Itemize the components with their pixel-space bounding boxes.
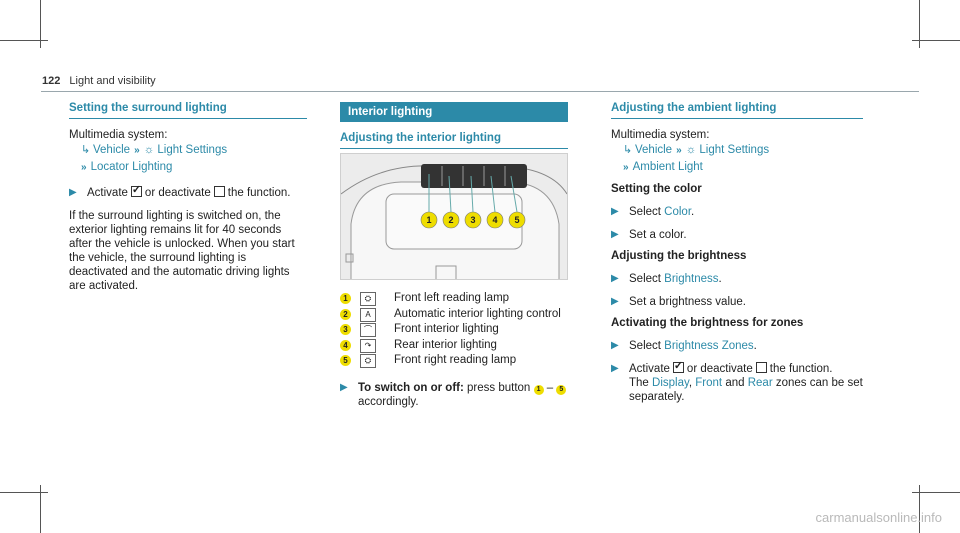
- crop-mark: [912, 40, 960, 41]
- reading-lamp-icon: ⛭: [360, 354, 376, 368]
- interior-lighting-figure: 1 2 3 4 5: [340, 153, 568, 280]
- legend-item-3: 3⌒Front interior lighting: [340, 322, 572, 338]
- menu-link-locator-lighting: Locator Lighting: [90, 161, 173, 173]
- return-arrow-icon: ↳: [623, 144, 633, 156]
- checkbox-checked-icon: [672, 359, 684, 373]
- checkbox-checked-icon: [130, 183, 142, 197]
- instruction-step: ▶ To switch on or off: press button 1 – …: [340, 381, 572, 409]
- menu-link-vehicle: Vehicle: [93, 144, 131, 156]
- svg-text:4: 4: [492, 215, 497, 225]
- chevron-icon: »: [623, 162, 629, 173]
- subheading: Adjusting the brightness: [611, 250, 747, 262]
- legend-item-1: 1⛭Front left reading lamp: [340, 291, 572, 307]
- legend-item-5: 5⛭Front right reading lamp: [340, 353, 572, 369]
- instruction-step: ▶ Select Color.: [611, 206, 695, 218]
- system-label: Multimedia system:: [611, 129, 710, 141]
- crop-mark: [919, 0, 920, 48]
- svg-text:1: 1: [426, 215, 431, 225]
- column-surround-lighting: Setting the surround lighting Multimedia…: [69, 102, 307, 293]
- rear-light-icon: ↷: [360, 338, 376, 353]
- section-title: Adjusting the ambient lighting: [611, 102, 863, 119]
- menu-link-vehicle: Vehicle: [635, 144, 673, 156]
- step-arrow-icon: ▶: [611, 296, 619, 307]
- column-ambient-lighting: Adjusting the ambient lighting Multimedi…: [611, 102, 863, 404]
- menu-link-ambient-light: Ambient Light: [632, 161, 703, 173]
- light-icon: ☼: [143, 144, 158, 156]
- chapter-bar-title: Interior lighting: [340, 102, 568, 122]
- chevron-icon: »: [676, 145, 682, 156]
- instruction-step: ▶ Select Brightness Zones.: [611, 340, 757, 352]
- page-number: 122: [42, 75, 61, 87]
- menu-link-light-settings: Light Settings: [157, 144, 228, 156]
- step-arrow-icon: ▶: [611, 340, 619, 351]
- svg-text:2: 2: [448, 215, 453, 225]
- menu-path: »Locator Lighting: [69, 159, 307, 176]
- subheading: Setting the color: [611, 183, 702, 195]
- button-separators: [441, 166, 506, 186]
- light-icon: ☼: [685, 144, 700, 156]
- callout-leaders: [428, 174, 518, 213]
- section-title: Adjusting the interior lighting: [340, 132, 568, 149]
- menu-path: ↳Vehicle»☼ Light Settings: [69, 142, 307, 159]
- checkbox-empty-icon: [213, 186, 225, 197]
- header-rule: [41, 91, 919, 92]
- overhead-control-illustration: 1 2 3 4 5: [340, 164, 568, 279]
- menu-path: »Ambient Light: [611, 159, 863, 176]
- watermark: carmanualsonline.info: [815, 510, 942, 525]
- system-label: Multimedia system:: [69, 129, 168, 141]
- instruction-step: ▶ Set a brightness value.: [611, 296, 746, 308]
- auto-light-icon: A: [360, 307, 376, 322]
- svg-text:3: 3: [470, 215, 475, 225]
- page-header: 122 Light and visibility: [42, 75, 156, 87]
- front-light-icon: ⌒: [360, 323, 376, 337]
- instruction-step: ▶ Select Brightness.: [611, 273, 722, 285]
- crop-mark: [919, 485, 920, 533]
- legend-item-4: 4↷Rear interior lighting: [340, 338, 572, 354]
- menu-link-light-settings: Light Settings: [699, 144, 770, 156]
- crop-mark: [0, 40, 48, 41]
- column-interior-lighting: Interior lighting Adjusting the interior…: [340, 102, 568, 149]
- step-arrow-icon: ▶: [611, 363, 619, 374]
- step-arrow-icon: ▶: [69, 187, 77, 198]
- step-arrow-icon: ▶: [340, 381, 348, 393]
- menu-path: ↳Vehicle»☼ Light Settings: [611, 142, 863, 159]
- body-paragraph: If the surround lighting is switched on,…: [69, 210, 295, 292]
- chevron-icon: »: [81, 162, 87, 173]
- step-arrow-icon: ▶: [611, 273, 619, 284]
- section-title: Setting the surround lighting: [69, 102, 307, 119]
- svg-text:5: 5: [514, 215, 519, 225]
- step-arrow-icon: ▶: [611, 206, 619, 217]
- crop-mark: [912, 492, 960, 493]
- subheading: Activating the brightness for zones: [611, 317, 804, 329]
- step-arrow-icon: ▶: [611, 229, 619, 240]
- instruction-step: ▶ Set a color.: [611, 229, 687, 241]
- reading-lamp-icon: ⛭: [360, 292, 376, 306]
- checkbox-empty-icon: [755, 362, 767, 373]
- crop-mark: [0, 492, 48, 493]
- crop-mark: [40, 0, 41, 48]
- chevron-icon: »: [134, 145, 140, 156]
- button-panel: [421, 164, 527, 188]
- chapter-title: Light and visibility: [69, 75, 156, 87]
- crop-mark: [40, 485, 41, 533]
- return-arrow-icon: ↳: [81, 144, 91, 156]
